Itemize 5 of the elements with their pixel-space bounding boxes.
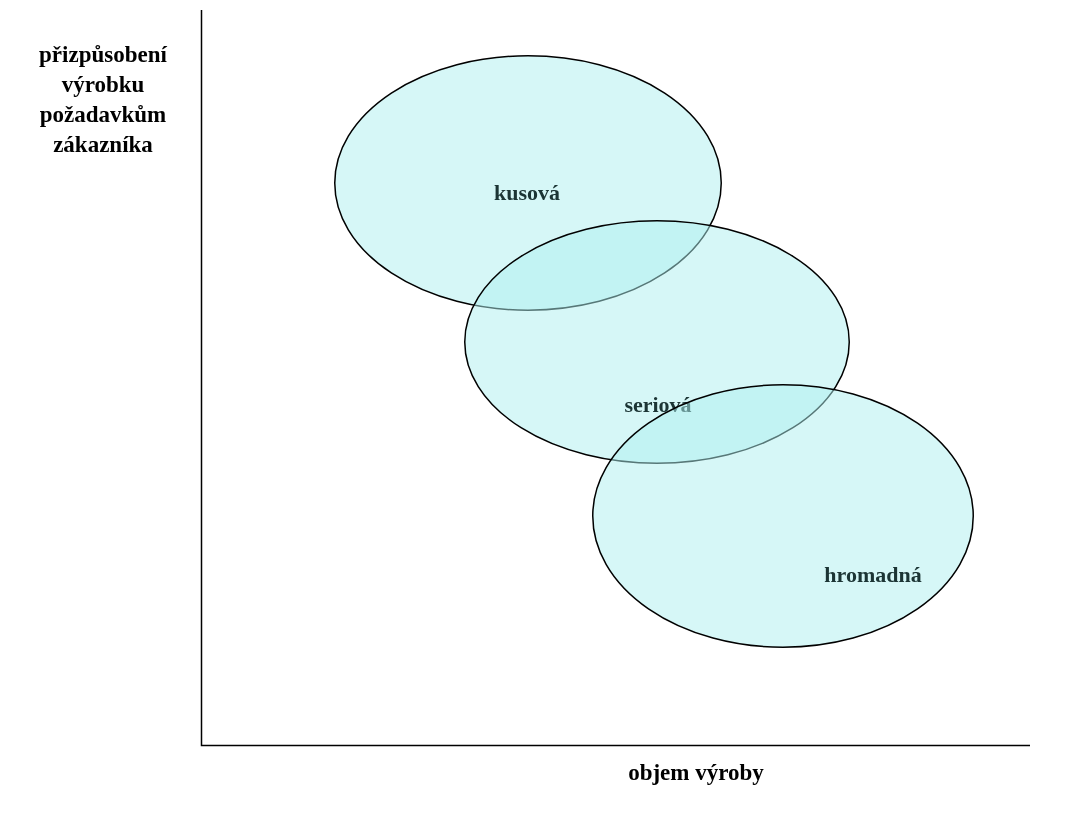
region-label: hromadná — [824, 562, 922, 588]
region-label: kusová — [494, 180, 560, 206]
ellipse-region — [592, 384, 974, 648]
axis-title: objem výroby — [627, 759, 765, 787]
axis-title: přizpůsobení výrobku požadavkům zákazníka — [38, 41, 168, 159]
